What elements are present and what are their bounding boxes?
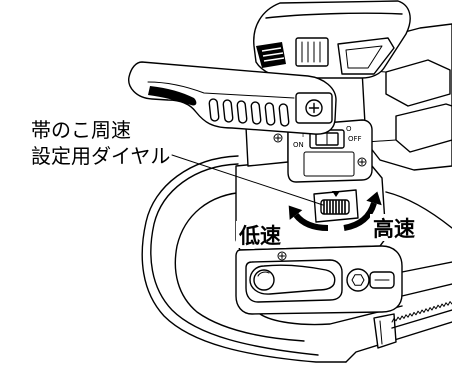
- high-speed-arrow-body: [343, 202, 377, 231]
- base-bottom-edge: [345, 321, 452, 363]
- grip-slot: [236, 100, 248, 124]
- battery-latch-inner: [345, 45, 383, 69]
- low-speed-arrow-body: [293, 213, 329, 231]
- power-switch-panel: I ON O OFF: [287, 119, 373, 183]
- handle-outline: [128, 61, 337, 135]
- switch-on-label: ON: [293, 141, 304, 149]
- right-frame-arm: [385, 191, 452, 229]
- hex-bolt-icon: [351, 274, 365, 286]
- rubber-grip-stripes: [261, 47, 285, 62]
- high-speed-label-bg: [370, 214, 418, 241]
- saw-blade-back: [391, 309, 452, 329]
- grip-slot: [250, 101, 262, 125]
- screw-icon: [277, 251, 287, 261]
- vent-grille: [295, 37, 329, 67]
- switch-panel-outline: [287, 119, 373, 183]
- low-speed-arrowhead-icon: [288, 205, 303, 220]
- switch-on-mark: I: [302, 131, 304, 139]
- handle-rubber-grip: [148, 86, 197, 106]
- blade-guide-detail: [379, 320, 383, 345]
- battery-latch: [337, 37, 395, 75]
- tension-knob: [346, 268, 395, 292]
- band-wheel-cover: [141, 155, 347, 363]
- switch-off-label: OFF: [348, 135, 362, 143]
- handle-neck: [245, 126, 289, 167]
- low-speed-label: 低速: [238, 224, 281, 248]
- handle: [128, 61, 337, 135]
- low-speed-arrow: [288, 205, 329, 231]
- dial-callout-line2: 設定用ダイヤル: [31, 144, 170, 168]
- lever-knob-highlight: [257, 271, 270, 277]
- grip-slot: [278, 103, 290, 127]
- base-edge: [259, 305, 403, 326]
- grip-slot: [264, 102, 276, 126]
- blade-tension-lever: [249, 264, 336, 295]
- switch-off-mark: O: [346, 125, 352, 133]
- motor-vent-lower: [395, 103, 452, 153]
- low-speed-label-bg: [236, 221, 286, 248]
- high-speed-label: 高速: [373, 217, 415, 241]
- dial-pointer-icon: [332, 191, 340, 197]
- switch-plate: [303, 151, 355, 177]
- wheel-cover-rim: [150, 163, 319, 356]
- saw-blade-teeth: [391, 301, 452, 323]
- dial-leader-line: [171, 154, 324, 206]
- speed-dial: [313, 189, 359, 223]
- right-frame-lower: [401, 261, 452, 297]
- grip-slot: [208, 98, 220, 122]
- dial-callout-line1: 帯のこ周速: [31, 118, 131, 142]
- motor-vent-upper: [385, 59, 451, 107]
- screw-icon: [357, 157, 367, 167]
- blade-guide: [373, 313, 397, 349]
- screw-icon: [273, 133, 283, 143]
- saw-base: [259, 301, 452, 363]
- dial-knurling: [323, 200, 346, 214]
- lower-body: [235, 245, 403, 315]
- wheel-cover-inner-edge: [174, 191, 305, 342]
- handle-grip-slots: [208, 98, 290, 127]
- upper-housing-rim: [265, 12, 403, 19]
- high-speed-arrowhead-icon: [366, 191, 382, 206]
- handle-top-face-edge: [147, 81, 295, 99]
- right-frame: [385, 191, 452, 297]
- vent-grille-slats: [301, 41, 321, 63]
- high-speed-arrow: [343, 191, 382, 231]
- lever-knob: [253, 269, 275, 291]
- lever-recess: [245, 259, 343, 303]
- upper-housing: [253, 0, 411, 79]
- tension-knob-body: [346, 268, 370, 292]
- wheel-cover-outer-edge: [141, 155, 347, 363]
- grip-slot: [222, 99, 234, 123]
- screw-icon: [305, 99, 323, 117]
